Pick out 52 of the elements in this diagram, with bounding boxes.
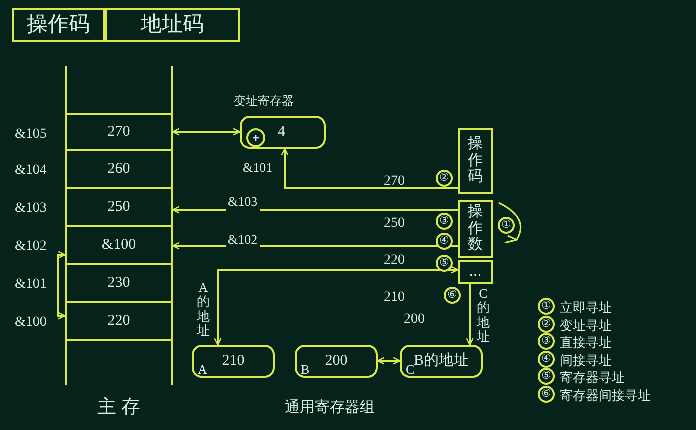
circled-number: ③: [436, 213, 453, 230]
connector-arrow: [172, 128, 241, 136]
register-letter: C: [406, 363, 415, 376]
circled-number: ①: [538, 298, 555, 315]
instruction-field: 操作码: [458, 128, 493, 194]
circled-number: ②: [538, 316, 555, 332]
circled-number: ④: [436, 233, 453, 250]
connector-arrow: [57, 251, 66, 320]
register-title: 变址寄存器: [234, 93, 294, 110]
legend-text: 寄存器间接寻址: [560, 386, 651, 404]
address-label: &104: [15, 162, 47, 180]
address-label: &100: [15, 314, 47, 332]
data-value: 250: [384, 215, 405, 233]
connector-arrow: [214, 266, 459, 346]
connector-arrow: [377, 357, 401, 365]
address-label: &101: [15, 276, 47, 294]
circled-number: ⑥: [444, 287, 461, 304]
circled-number: ②: [436, 170, 453, 187]
instruction-field: ...: [458, 260, 493, 284]
data-value: 220: [384, 252, 405, 270]
header-cell: 操作码: [12, 8, 105, 42]
legend-text: 寄存器寻址: [560, 369, 625, 387]
data-value: 210: [384, 289, 405, 307]
address-label: &103: [15, 200, 47, 218]
address-label: &105: [15, 126, 47, 144]
circled-number: ①: [498, 217, 515, 234]
memory-heading: 主 存: [96, 396, 142, 420]
connector-arrow: [172, 206, 458, 214]
register-letter: A: [198, 363, 208, 376]
data-value: 200: [404, 311, 425, 329]
data-value: 270: [384, 173, 405, 191]
address-label: &102: [15, 238, 47, 256]
legend-text: 直接寻址: [560, 334, 612, 352]
circled-number: ⑥: [538, 386, 555, 402]
register-letter: B: [301, 363, 310, 376]
group-caption: 通用寄存器组: [285, 398, 375, 418]
index-register: 4: [240, 116, 326, 149]
connector-arrow: [281, 148, 458, 189]
instruction-field: 操作数: [458, 200, 493, 258]
circled-number: ④: [538, 350, 555, 368]
connector-arrow: [466, 284, 474, 346]
edge-label: A的地址: [197, 281, 210, 338]
register-box: A 210: [192, 345, 275, 378]
circled-number: ⑤: [436, 255, 453, 272]
header-cell: 地址码: [105, 8, 240, 42]
circled-number: ③: [538, 333, 555, 350]
legend-text: 立即寻址: [560, 299, 612, 317]
circled-number: ⑤: [538, 368, 555, 385]
edge-label: C的地址: [477, 287, 490, 344]
legend-text: 变址寻址: [560, 316, 612, 334]
register-box: B 200: [295, 345, 378, 378]
legend-text: 间接寻址: [560, 352, 612, 370]
